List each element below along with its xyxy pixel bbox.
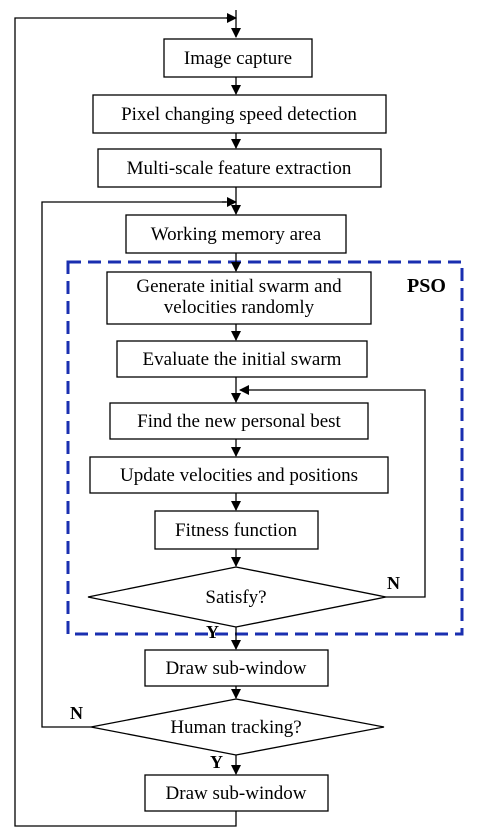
generate-swarm-line2: velocities randomly (164, 297, 315, 318)
update-velocities-box (89, 456, 389, 494)
pixel-speed-box (92, 94, 387, 134)
outer-loop-line (14, 17, 237, 827)
human-tracking-yes-label: Y (210, 752, 223, 772)
working-memory-label: Working memory area (151, 224, 322, 245)
evaluate-swarm-box (116, 340, 368, 378)
update-velocities-label: Update velocities and positions (120, 465, 358, 486)
pso-group-border (66, 260, 464, 636)
evaluate-swarm-label: Evaluate the initial swarm (143, 349, 342, 370)
multi-scale-box (97, 148, 382, 188)
human-tracking-loop-line (41, 201, 226, 728)
satisfy-no-label: N (387, 573, 400, 593)
image-capture-box (163, 38, 313, 78)
draw-subwindow-box-1 (144, 649, 329, 687)
image-capture-label: Image capture (184, 48, 292, 69)
generate-swarm-line1: Generate initial swarm and (136, 276, 342, 297)
find-personal-best-label: Find the new personal best (137, 411, 341, 432)
multi-scale-label: Multi-scale feature extraction (127, 158, 352, 179)
pixel-speed-label: Pixel changing speed detection (121, 104, 357, 125)
draw-subwindow-label-1: Draw sub-window (166, 658, 307, 679)
draw-subwindow-label-2: Draw sub-window (166, 783, 307, 804)
satisfy-loop-line (250, 389, 426, 598)
draw-subwindow-box-2 (144, 774, 329, 812)
human-tracking-label: Human tracking? (170, 717, 301, 738)
find-personal-best-box (109, 402, 369, 440)
fitness-function-label: Fitness function (175, 520, 297, 541)
satisfy-label: Satisfy? (205, 587, 266, 608)
pso-label: PSO (407, 275, 446, 297)
human-tracking-no-label: N (70, 703, 83, 723)
satisfy-yes-label: Y (206, 622, 219, 642)
generate-swarm-box (106, 271, 372, 325)
fitness-function-box (154, 510, 319, 550)
